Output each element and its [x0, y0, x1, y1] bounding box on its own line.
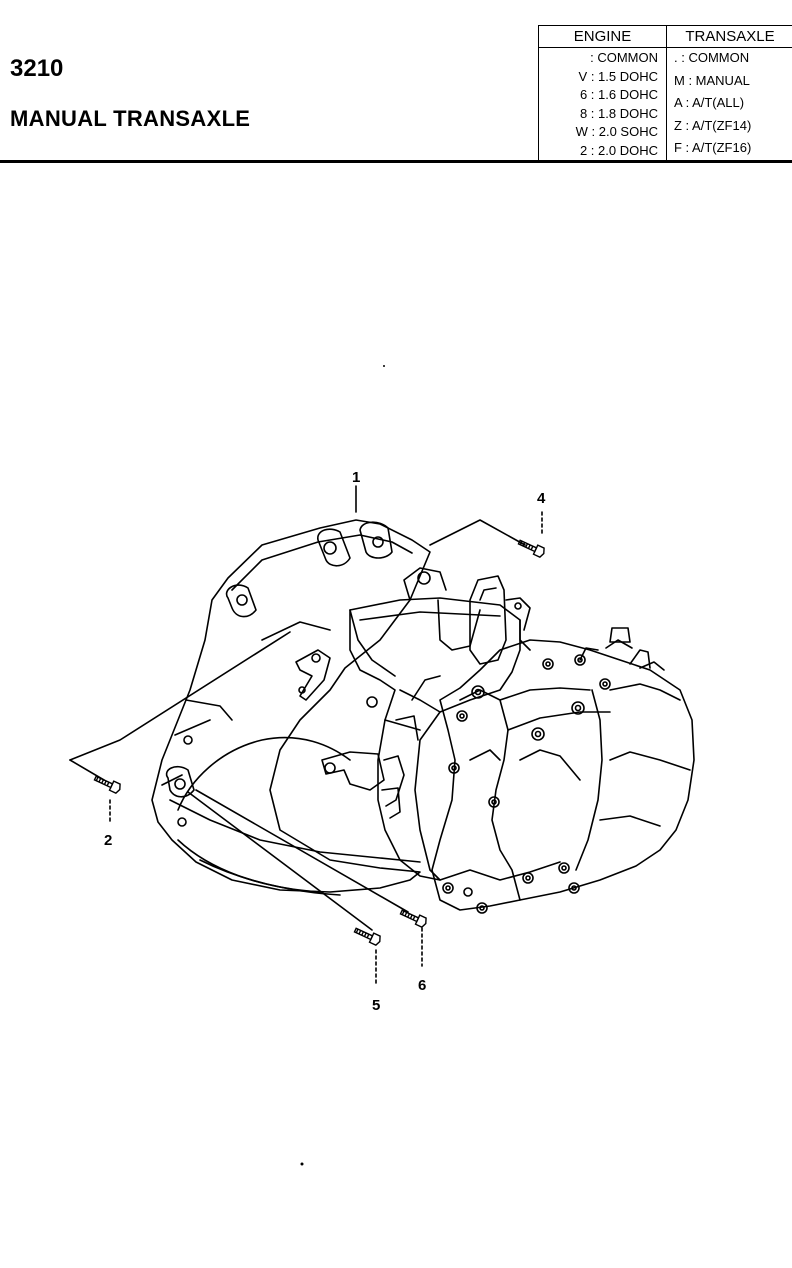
scan-speck	[383, 365, 385, 367]
transaxle-end-cover	[431, 639, 695, 911]
transaxle-legend-row: Z : A/T(ZF14)	[674, 117, 752, 133]
engine-legend-row: 8 : 1.8 DOHC	[579, 105, 658, 121]
leader-line-6	[195, 789, 409, 913]
page-header: 3210 MANUAL TRANSAXLE ENGINE : COMMON V …	[0, 0, 792, 163]
leader-line-5	[187, 791, 373, 931]
transaxle-legend-row: A : A/T(ALL)	[674, 95, 745, 110]
engine-legend-row: 2 : 2.0 DOHC	[579, 142, 658, 158]
callout-4: 4	[537, 490, 546, 507]
shift-tower	[469, 575, 507, 665]
section-code: 3210	[10, 55, 64, 82]
engine-legend-row: : COMMON	[590, 50, 658, 65]
transaxle-legend-row: M : MANUAL	[674, 72, 750, 88]
callout-5: 5	[372, 997, 380, 1014]
scan-speck	[300, 1162, 304, 1166]
callout-2: 2	[104, 832, 112, 849]
clutch-housing	[151, 519, 431, 893]
engine-legend-column: ENGINE : COMMON V : 1.5 DOHC 6 : 1.6 DOH…	[539, 26, 667, 161]
transaxle-legend-row: . : COMMON	[674, 50, 750, 65]
engine-legend-row: W : 2.0 SOHC	[575, 124, 658, 139]
transaxle-exploded-diagram: 1 4 2 5 6	[69, 365, 695, 1166]
callout-6: 6	[418, 977, 426, 994]
transaxle-legend-row: F : A/T(ZF16)	[674, 140, 752, 155]
engine-legend-row: V : 1.5 DOHC	[578, 68, 658, 84]
bolt-part-6	[399, 909, 427, 929]
callout-1: 1	[352, 469, 360, 486]
transaxle-legend-heading: TRANSAXLE	[667, 26, 792, 48]
transmission-case	[349, 597, 521, 881]
leader-line-2	[69, 631, 291, 761]
release-fork	[295, 649, 331, 701]
legend-table: ENGINE : COMMON V : 1.5 DOHC 6 : 1.6 DOH…	[538, 25, 792, 161]
bolt-part-4	[517, 539, 545, 559]
bolt-part-2	[93, 775, 121, 795]
engine-legend-heading: ENGINE	[539, 26, 666, 48]
engine-legend-row: 6 : 1.6 DOHC	[579, 87, 658, 102]
section-title: MANUAL TRANSAXLE	[10, 106, 251, 131]
bolt-part-5	[353, 927, 381, 947]
transaxle-legend-column: TRANSAXLE . : COMMON M : MANUAL A : A/T(…	[667, 26, 792, 161]
leader-line-4	[429, 519, 526, 546]
